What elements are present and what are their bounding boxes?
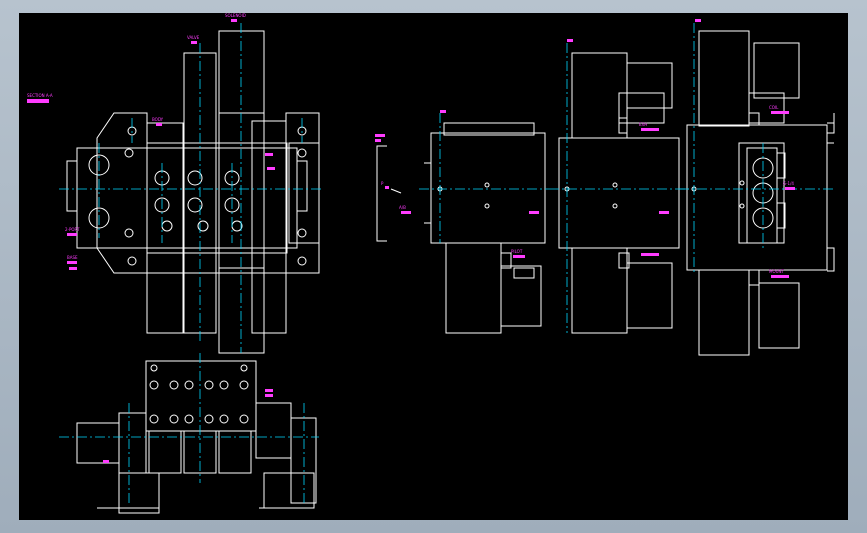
annotation-texts: SECTION A-A SOLENOID VALVE BODY P A/B EX… bbox=[27, 13, 794, 274]
small-note-1: 2-PORT bbox=[65, 227, 80, 232]
right-view bbox=[659, 19, 835, 356]
left-front-view bbox=[27, 19, 324, 354]
small-note-2: BASE bbox=[67, 255, 78, 260]
gauge-tag: G-1/4 bbox=[783, 181, 794, 186]
middle-view-1 bbox=[401, 110, 549, 334]
port-tag: P bbox=[381, 181, 384, 186]
left-bottom-view bbox=[59, 353, 319, 514]
cad-canvas[interactable]: SECTION A-A SOLENOID VALVE BODY P A/B EX… bbox=[19, 13, 848, 520]
mid-left-section bbox=[375, 134, 402, 242]
view-label: SECTION A-A bbox=[27, 93, 53, 98]
drawing: SECTION A-A SOLENOID VALVE BODY P A/B EX… bbox=[27, 13, 835, 514]
pilot-tag: PILOT bbox=[511, 249, 523, 254]
exhaust-tag: EXH bbox=[639, 122, 647, 127]
coil-tag: COIL bbox=[769, 105, 779, 110]
right-note: MOUNT bbox=[769, 269, 785, 274]
top-tag-2: VALVE bbox=[187, 35, 200, 40]
middle-view-2 bbox=[529, 39, 689, 334]
top-tag-3: BODY bbox=[152, 117, 164, 122]
top-tag-1: SOLENOID bbox=[225, 13, 246, 18]
ab-tag: A/B bbox=[399, 205, 406, 210]
